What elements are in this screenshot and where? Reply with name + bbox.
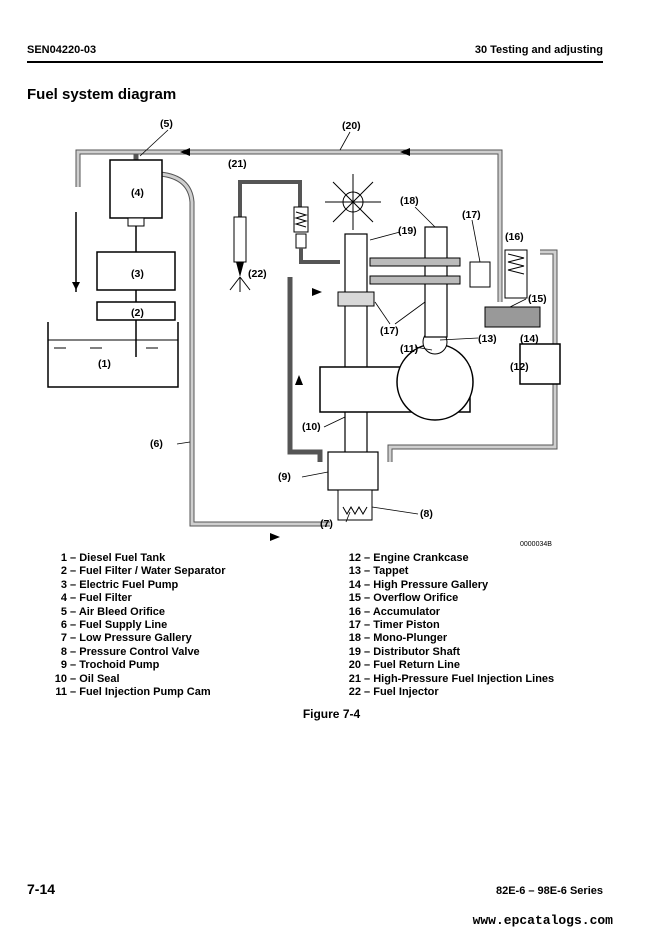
fuel-tank [47, 322, 179, 388]
engine-crankcase [519, 343, 561, 385]
legend-item: 9 – Trochoid Pump [60, 659, 160, 672]
legend-item: 10 – Oil Seal [54, 672, 120, 685]
accumulator [504, 249, 528, 299]
callout-17: (17) [462, 209, 481, 221]
callout-13: (13) [478, 333, 497, 345]
distributor-shaft [344, 233, 368, 475]
legend-item: 19 – Distributor Shaft [348, 645, 461, 658]
legend-item: 2 – Fuel Filter / Water Separator [60, 565, 226, 578]
callout-5: (5) [160, 118, 173, 130]
legend-item: 7 – Low Pressure Gallery [60, 632, 192, 645]
callout-7: (7) [320, 518, 333, 530]
callout-10: (10) [302, 421, 321, 433]
legend-item: 11 – Fuel Injection Pump Cam [55, 686, 211, 699]
figure-caption: Figure 7-4 [302, 707, 361, 721]
doc-code: SEN04220-03 [27, 44, 97, 56]
callout-20: (20) [342, 120, 361, 132]
gallery-lower [369, 275, 461, 285]
callout-17b: (17) [380, 325, 399, 337]
callout-labels: (1) (2) (3) (4) (5) (6) (7) (8) (9) (10)… [98, 118, 547, 530]
legend-item: 21 – High-Pressure Fuel Injection Lines [348, 672, 555, 685]
fuel-filter [109, 159, 163, 219]
legend-item: 14 – High Pressure Gallery [348, 578, 489, 591]
overflow-block [484, 306, 541, 328]
legend-item: 5 – Air Bleed Orifice [60, 605, 166, 618]
distributor-star [325, 174, 381, 230]
callout-4: (4) [131, 187, 144, 199]
high-pressure-gallery [369, 257, 461, 267]
header-rule [27, 61, 603, 63]
page-number: 7-14 [27, 881, 56, 897]
callout-12: (12) [510, 361, 529, 373]
flow-arrows [180, 148, 410, 541]
legend-item: 16 – Accumulator [348, 605, 441, 618]
page-title: Fuel system diagram [27, 86, 177, 103]
figure-code: 0000034B [520, 541, 552, 548]
legend-left: 1 – Diesel Fuel Tank 2 – Fuel Filter / W… [48, 552, 226, 699]
legend-item: 8 – Pressure Control Valve [60, 645, 200, 658]
callout-6: (6) [150, 438, 163, 450]
callout-8: (8) [420, 508, 433, 520]
fuel-system-diagram: (1) (2) (3) (4) (5) (6) (7) (8) (9) (10)… [47, 118, 561, 548]
rotor [337, 291, 375, 307]
callout-15: (15) [528, 293, 547, 305]
legend-item: 1 – Diesel Fuel Tank [60, 552, 166, 564]
legend-item: 4 – Fuel Filter [60, 592, 132, 605]
callout-21: (21) [228, 158, 247, 170]
filter-neck [127, 217, 145, 227]
callout-11: (11) [400, 343, 418, 355]
callout-19: (19) [398, 225, 417, 237]
fuel-injector [229, 180, 302, 292]
legend-right: 12 – Engine Crankcase 13 – Tappet 14 – H… [342, 552, 554, 699]
legend-item: 6 – Fuel Supply Line [60, 619, 168, 632]
callout-1: (1) [98, 358, 111, 370]
callout-2: (2) [131, 307, 144, 319]
pump-housing-line [287, 277, 323, 462]
series-label: 82E-6 – 98E-6 Series [495, 885, 603, 897]
return-line-inner [76, 150, 557, 526]
callout-18: (18) [400, 195, 419, 207]
section-title: 30 Testing and adjusting [474, 44, 603, 56]
timer-piston [469, 261, 491, 288]
trochoid-pump [327, 451, 379, 491]
callout-leaders [139, 129, 527, 523]
watermark: www.epcatalogs.com [472, 913, 613, 928]
callout-14: (14) [520, 333, 539, 345]
legend-item: 17 – Timer Piston [348, 619, 440, 632]
injection-pump-cam [396, 343, 474, 421]
pcv-housing [337, 489, 373, 521]
legend-item: 15 – Overflow Orifice [348, 592, 459, 605]
pressure-coil [293, 206, 309, 249]
legend-item: 20 – Fuel Return Line [348, 659, 461, 672]
callout-16: (16) [505, 231, 524, 243]
legend-item: 18 – Mono-Plunger [348, 632, 448, 645]
callout-9: (9) [278, 471, 291, 483]
callout-22: (22) [248, 268, 267, 280]
legend-item: 3 – Electric Fuel Pump [60, 578, 179, 591]
callout-3: (3) [131, 268, 144, 280]
electric-fuel-pump [96, 251, 176, 291]
legend-item: 12 – Engine Crankcase [348, 552, 469, 564]
legend-item: 13 – Tappet [348, 565, 409, 578]
pressure-control-valve [342, 505, 368, 516]
legend-item: 22 – Fuel Injector [348, 686, 439, 699]
